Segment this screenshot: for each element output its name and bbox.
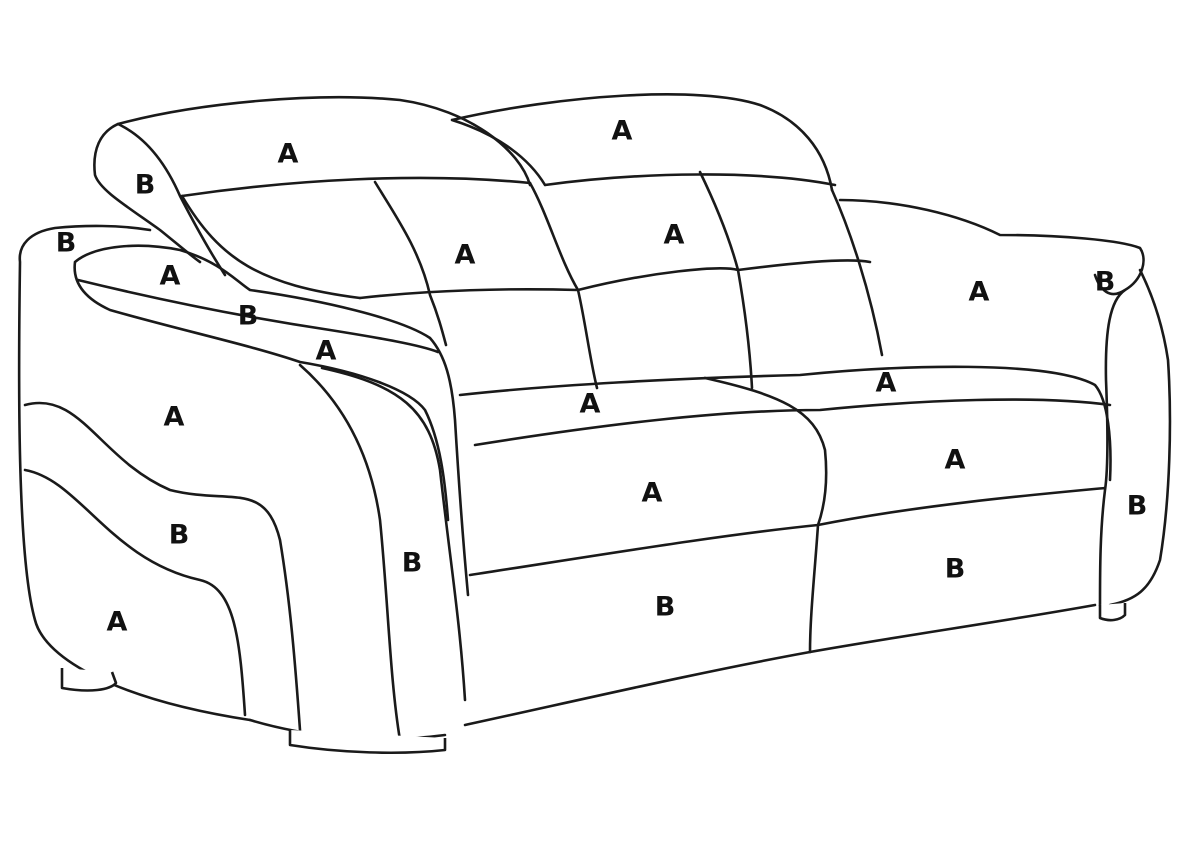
label-left-arm-piping: B (238, 301, 259, 332)
material-labels: A B A B A B A A A A B A A A A A B B B B … (56, 116, 1148, 638)
left-arm-wave-lower (23, 468, 247, 717)
right-arm-outline (838, 198, 1172, 607)
back-seam-center (528, 181, 599, 390)
label-left-arm-front-top: A (316, 336, 337, 367)
back-horizontal-seam-left (358, 287, 580, 300)
left-arm-outline (17, 224, 470, 722)
back-seam-right (698, 170, 754, 390)
label-left-arm-outer-upper: A (164, 402, 185, 433)
right-headrest-outline (450, 93, 837, 192)
label-left-arm-top-cap: B (56, 228, 77, 259)
back-horizontal-seam-right (576, 259, 872, 292)
label-right-arm-cap: B (1095, 267, 1116, 298)
base-divider (808, 523, 820, 654)
label-right-arm-front: B (1127, 491, 1148, 522)
seat-cushion-divider (703, 376, 828, 527)
label-left-base-front: B (655, 592, 676, 623)
back-seam-left (373, 180, 448, 347)
sofa-outline (17, 93, 1172, 755)
label-right-base-front: B (945, 554, 966, 585)
label-left-headrest-top: A (278, 139, 299, 170)
left-arm-front-panel-outline (298, 363, 467, 742)
label-left-arm-outer-lower: A (107, 607, 128, 638)
seat-cushion-front (473, 398, 1112, 447)
label-right-headrest-top: A (612, 116, 633, 147)
label-right-seat-front: A (945, 445, 966, 476)
label-left-arm-outer-middle: B (169, 520, 190, 551)
left-arm-piping (76, 278, 440, 354)
left-foot-front (60, 668, 118, 692)
left-foot-center (288, 730, 447, 755)
left-arm-wave-upper (23, 401, 302, 732)
seat-front-edge (468, 486, 1107, 577)
back-horizontal-seam-far-left (180, 194, 362, 300)
label-left-arm-front-panel: B (402, 548, 423, 579)
label-left-seat-front: A (642, 478, 663, 509)
seat-cushion-top (458, 365, 1112, 482)
base-front (463, 603, 1097, 727)
label-right-back-cushion: A (664, 220, 685, 251)
label-right-arm-top: A (969, 277, 990, 308)
label-left-back-cushion: A (455, 240, 476, 271)
label-left-headrest-side: B (135, 170, 156, 201)
label-left-arm-top: A (160, 261, 181, 292)
right-foot (1098, 603, 1127, 622)
label-right-seat-cushion-top: A (876, 368, 897, 399)
back-seam-right-edge (830, 188, 884, 357)
label-left-seat-cushion-top: A (580, 389, 601, 420)
left-headrest-seam (180, 176, 532, 198)
